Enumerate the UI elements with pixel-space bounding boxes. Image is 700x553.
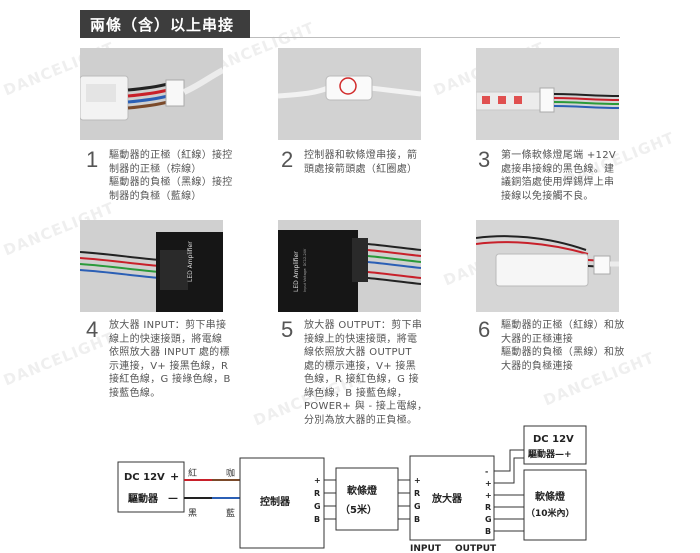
amp-output-label: OUTPUT — [455, 544, 497, 553]
controller-pin-plus: + — [314, 476, 321, 485]
amp-label: LED Amplifier — [187, 241, 194, 282]
driver-right-box — [523, 425, 587, 465]
wire-blue-label: 藍 — [226, 507, 235, 519]
amp-out-pin-r: R — [485, 503, 491, 512]
strip1-box — [335, 467, 399, 531]
driver-left-minus: — — [168, 493, 178, 504]
step-number: 5 — [281, 317, 294, 342]
amp-in-pin-g: G — [414, 502, 421, 511]
amp-out-pin-g: G — [485, 515, 492, 524]
step-description: 驅動器的正極（紅線）和放大器的正極連接 驅動器的負極（黑線）和放大器的負極連接 — [501, 320, 625, 372]
page-title: 兩條（含）以上串接 — [80, 10, 250, 38]
amp-input-label: INPUT — [410, 544, 442, 553]
controller-pin-b: B — [314, 515, 320, 524]
step-5: 5 放大器 OUTPUT：剪下串接線上的快速接頭，將電 線依照放大器 OUTPU… — [281, 319, 427, 427]
wire-brown-label: 咖 — [226, 467, 235, 479]
step-number: 2 — [281, 147, 294, 172]
step-number: 4 — [86, 317, 99, 342]
amp-sublabel: Input Voltage: DC12-24V — [303, 248, 307, 292]
driver-right-voltage: DC 12V — [533, 434, 574, 445]
step-4: 4 放大器 INPUT：剪下串接線上的快速接頭，將電線 依照放大器 INPUT … — [86, 319, 231, 400]
amp-out-pin-plus: + — [485, 479, 492, 488]
step-number: 6 — [478, 317, 491, 342]
amp-in-pin-b: B — [414, 515, 420, 524]
step-6: 6 驅動器的正極（紅線）和放大器的正極連接 驅動器的負極（黑線）和放大器的負極連… — [478, 319, 625, 373]
photo-amplifier-output: LED Amplifier Input Voltage: DC12-24V — [278, 220, 421, 312]
amp-out-pin-plus2: + — [485, 491, 492, 500]
driver-left-box — [117, 461, 185, 513]
amp-out-pin-minus: - — [485, 467, 488, 476]
amp-out-pin-b: B — [485, 527, 491, 536]
amp-in-pin-r: R — [414, 489, 420, 498]
photo-controller-join — [278, 48, 421, 140]
wire-amp-driver — [494, 449, 524, 472]
amplifier-label: 放大器 — [431, 492, 463, 505]
strip2-label: 軟條燈 — [535, 490, 566, 503]
driver-right-label: 驅動器—+ — [528, 448, 572, 460]
photo-amplifier-input: LED Amplifier — [80, 220, 223, 312]
amp-in-pin-plus: + — [414, 476, 421, 485]
step-description: 控制器和軟條燈串接，箭頭處接箭頭處（紅圈處） — [304, 150, 418, 175]
photo-driver-connection — [80, 48, 223, 140]
driver-left-plus: + — [170, 470, 179, 483]
controller-pin-r: R — [314, 489, 320, 498]
step-description: 放大器 INPUT：剪下串接線上的快速接頭，將電線 依照放大器 INPUT 處的… — [109, 320, 231, 399]
controller-box — [239, 457, 325, 549]
driver-left-voltage: DC 12V — [124, 472, 165, 483]
strip1-label: 軟條燈 — [347, 484, 378, 497]
wiring-diagram: DC 12V + 驅動器 — 紅 咖 黑 藍 控制器 + R G B 軟條燈 （… — [0, 420, 700, 553]
step-number: 3 — [478, 147, 491, 172]
strip2-box — [523, 469, 587, 541]
wire-amp-driver — [494, 457, 524, 484]
step-2: 2 控制器和軟條燈串接，箭頭處接箭頭處（紅圈處） — [281, 149, 417, 176]
strip1-length: （5米） — [340, 503, 377, 516]
step-number: 1 — [86, 147, 99, 172]
wire-black-label: 黑 — [188, 508, 197, 519]
step-1: 1 驅動器的正極（紅線）接控制器的正極（棕線） 驅動器的負極（黑線）接控制器的負… — [86, 149, 233, 203]
driver-left-label: 驅動器 — [128, 492, 159, 505]
controller-pin-g: G — [314, 502, 321, 511]
photo-driver-amplifier — [476, 220, 619, 312]
wire-red-label: 紅 — [188, 468, 197, 479]
controller-label: 控制器 — [260, 495, 291, 508]
strip2-length: （10米內） — [526, 507, 575, 519]
photo-strip-end — [476, 48, 619, 140]
step-description: 驅動器的正極（紅線）接控制器的正極（棕線） 驅動器的負極（黑線）接控制器的負極（… — [109, 150, 233, 202]
title-divider — [250, 37, 620, 38]
amplifier-box — [409, 455, 495, 541]
amp-label: LED Amplifier — [293, 251, 300, 292]
